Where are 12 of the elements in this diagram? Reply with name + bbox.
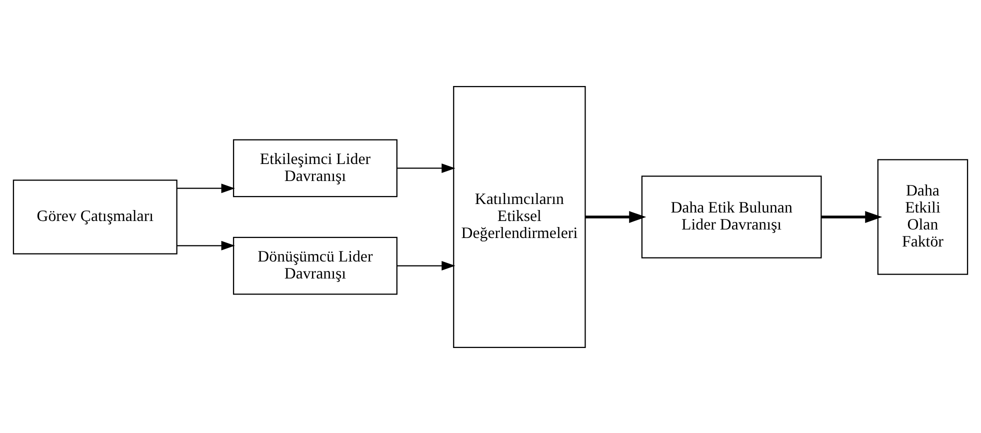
arrow — [177, 240, 235, 250]
node-box: Daha Etik Bulunan Lider Davranışı — [641, 175, 822, 258]
node-box: Dönüşümcü Lider Davranışı — [232, 236, 398, 294]
arrow — [177, 183, 235, 193]
node-box: Görev Çatışmaları — [12, 179, 178, 254]
node-box: Etkileşimci Lider Davranışı — [232, 138, 398, 197]
arrow — [397, 162, 456, 172]
node-box: Katılımcıların Etiksel Değerlendirmeleri — [453, 85, 586, 348]
arrow — [585, 210, 646, 222]
arrow — [822, 210, 882, 222]
arrow — [397, 260, 456, 270]
node-box: Daha Etkili Olan Faktör — [877, 158, 968, 274]
